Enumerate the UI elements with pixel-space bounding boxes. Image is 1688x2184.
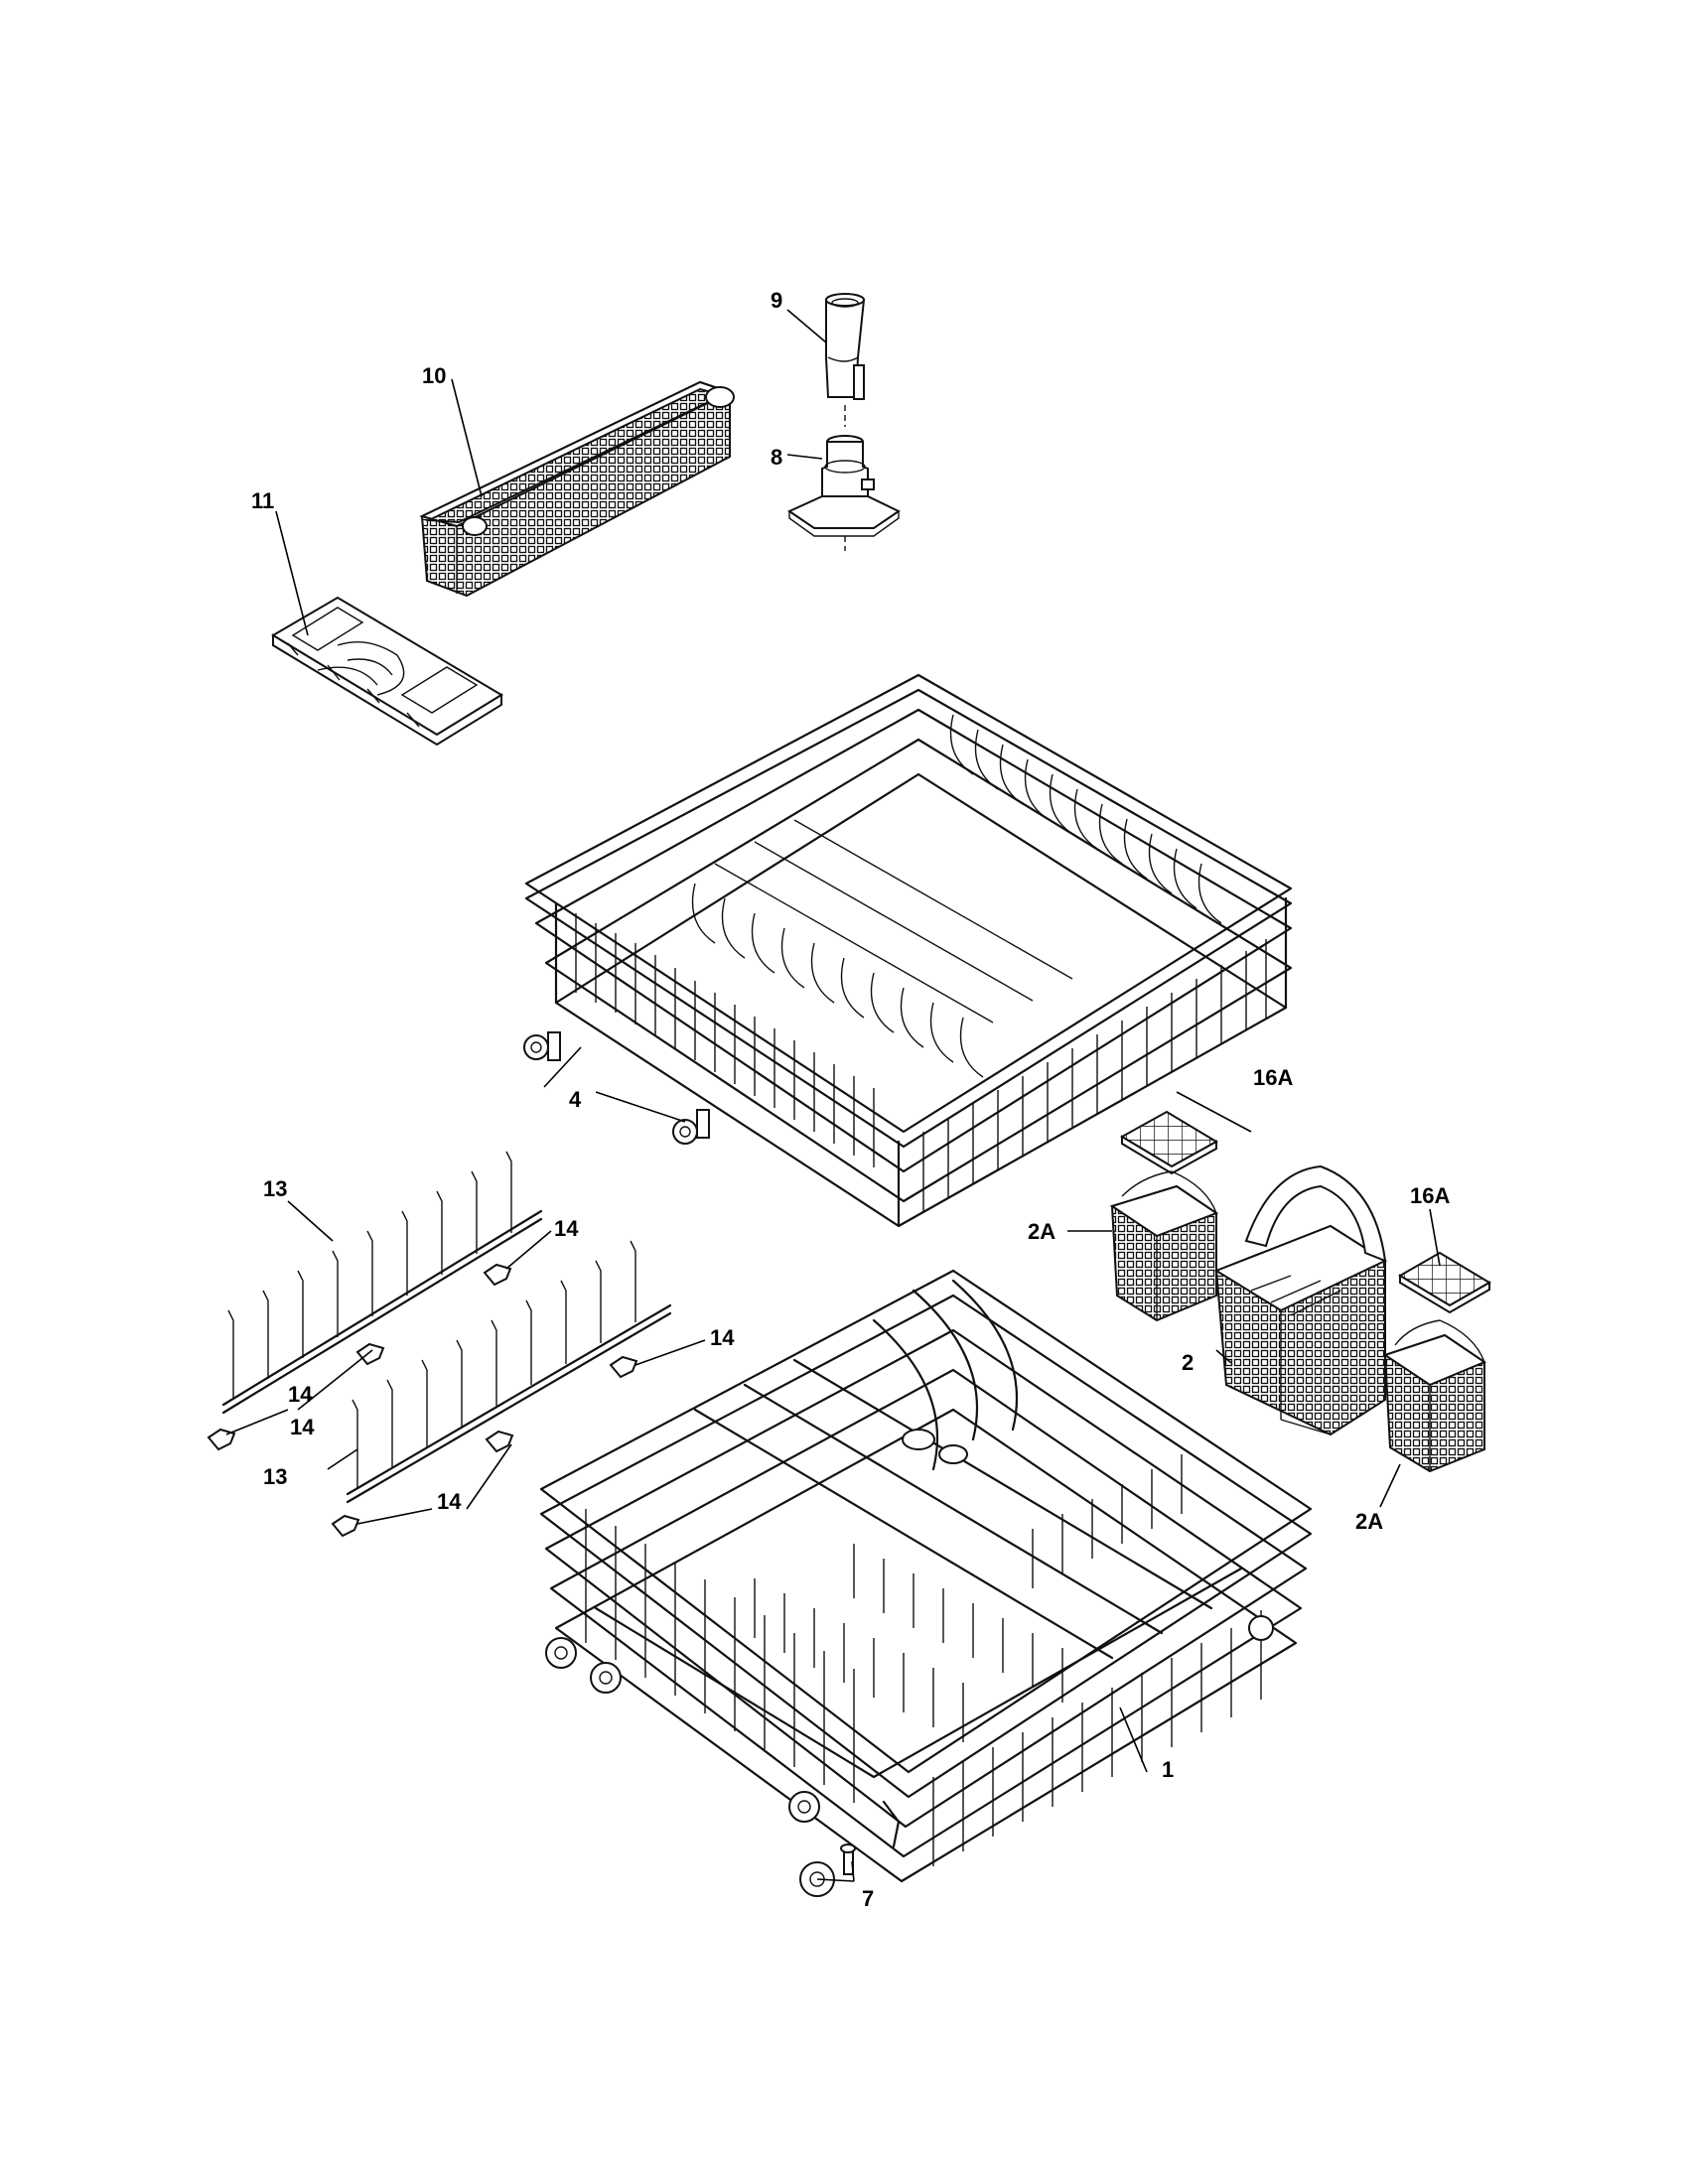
callout-2a-left: 2A <box>1028 1219 1055 1244</box>
small-basket-part-2a-right[interactable] <box>1382 1319 1487 1473</box>
upper-rack[interactable] <box>523 673 1293 1228</box>
spray-arm-hub <box>902 1429 968 1464</box>
lower-rack[interactable] <box>539 1269 1313 1883</box>
callout-9: 9 <box>771 288 782 313</box>
callout-labels: 9 8 10 11 4 16A 16A 2A 2 2A 13 13 14 14 … <box>251 288 1450 1911</box>
lower-rack-front-wires <box>585 1509 1262 1866</box>
callout-10: 10 <box>422 363 446 388</box>
leader-lines <box>225 309 1441 1882</box>
callout-14-e: 14 <box>290 1415 315 1439</box>
utensil-basket-part-10[interactable] <box>419 380 735 598</box>
callout-4: 4 <box>569 1087 582 1112</box>
callout-7: 7 <box>862 1886 874 1911</box>
callout-14-b: 14 <box>710 1325 735 1350</box>
upper-rack-front-wires <box>575 913 1267 1211</box>
lower-rack-wheels[interactable] <box>545 1615 1274 1823</box>
tine-row-part-13-bottom[interactable] <box>346 1240 672 1504</box>
callout-2: 2 <box>1182 1350 1194 1375</box>
callout-2a-right: 2A <box>1355 1509 1383 1534</box>
small-basket-part-2a-left[interactable] <box>1109 1170 1219 1322</box>
lower-rack-tines <box>754 1454 1183 1742</box>
grid-insert-part-11[interactable] <box>271 596 503 747</box>
tine-row-part-13-top[interactable] <box>221 1151 543 1415</box>
large-basket-part-2[interactable] <box>1213 1164 1388 1436</box>
upper-rack-wheel-right[interactable] <box>672 1109 710 1145</box>
callout-14-a: 14 <box>554 1216 579 1241</box>
callout-8: 8 <box>771 445 782 470</box>
callout-11: 11 <box>251 488 274 513</box>
upper-rack-tines <box>691 714 1222 1078</box>
insert-grid-part-16a-left[interactable] <box>1120 1110 1218 1175</box>
callout-13-top: 13 <box>263 1176 287 1201</box>
callout-14-c: 14 <box>288 1382 313 1407</box>
callout-1: 1 <box>1162 1757 1174 1782</box>
insert-grid-part-16a-right[interactable] <box>1398 1251 1491 1314</box>
callout-14-d: 14 <box>437 1489 462 1514</box>
callout-16a-right: 16A <box>1410 1183 1450 1208</box>
upper-rack-wheel-left[interactable] <box>523 1031 561 1061</box>
base-part-8[interactable] <box>786 435 901 551</box>
callout-13-bottom: 13 <box>263 1464 287 1489</box>
clips-part-14[interactable] <box>207 1263 638 1538</box>
callout-16a-left: 16A <box>1253 1065 1293 1090</box>
wheel-part-7[interactable] <box>799 1843 856 1897</box>
cup-part-9[interactable] <box>825 293 866 427</box>
